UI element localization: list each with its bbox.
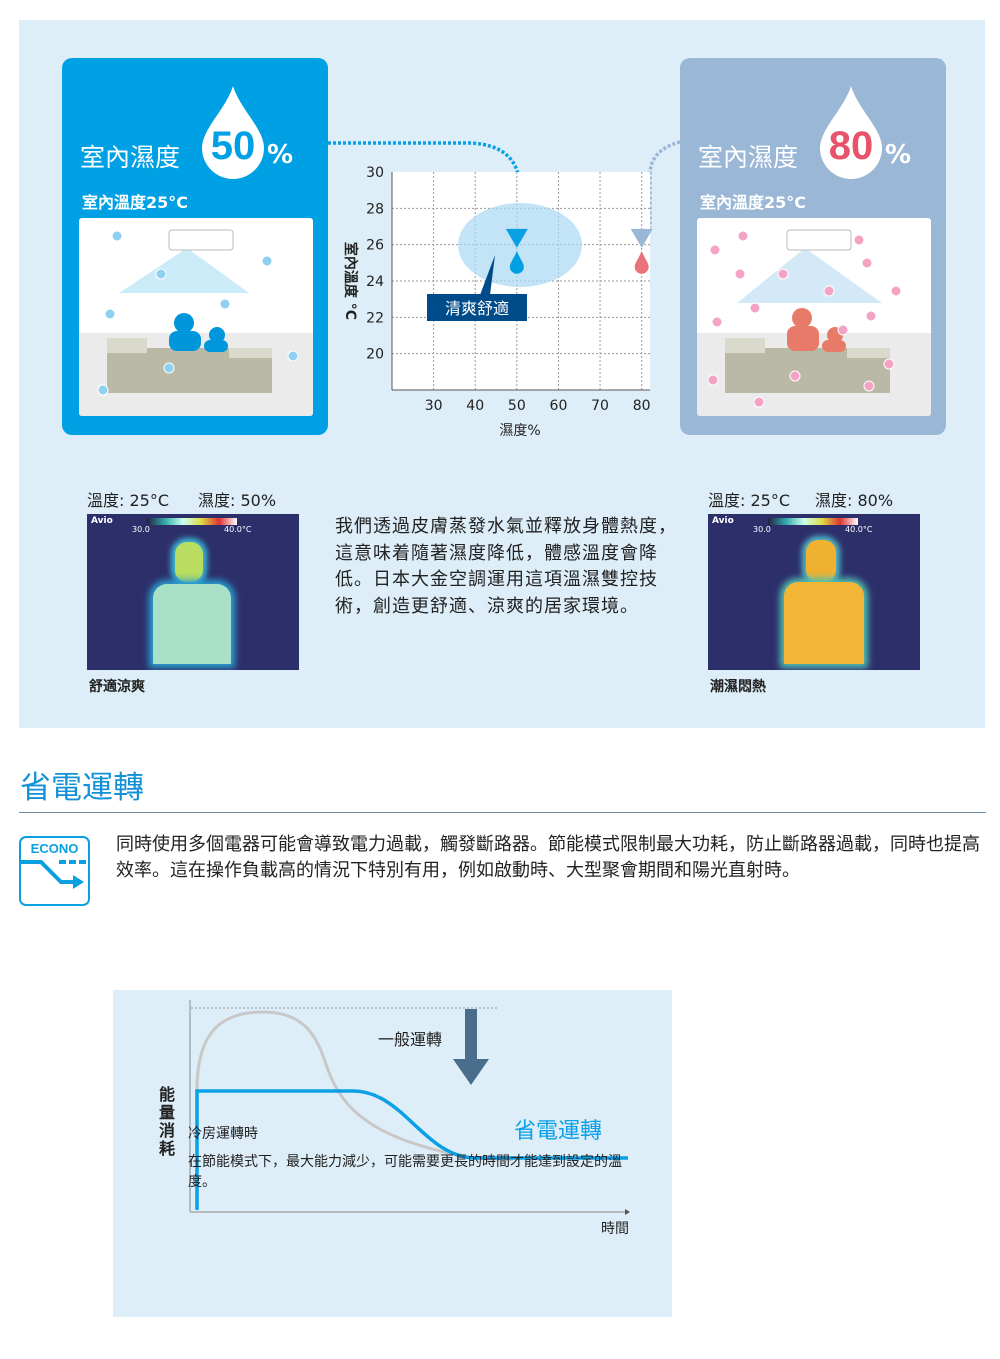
section-title: 省電運轉 <box>20 770 144 806</box>
y-tick-label: 22 <box>366 310 384 326</box>
left-caption: 舒適涼爽 <box>89 679 145 695</box>
room-scene-icon <box>97 229 299 396</box>
card-subtitle: 室內溫度25°C <box>700 193 807 212</box>
y-axis-label: 室內溫度 °C <box>342 242 359 320</box>
y-tick-label: 24 <box>366 274 384 290</box>
x-tick-label: 80 <box>633 398 651 414</box>
left-temperature: 溫度: 25°C <box>87 491 170 510</box>
right-humidity: 濕度: 80% <box>815 491 894 510</box>
econo-curve <box>195 1089 628 1210</box>
data-point-drop <box>634 250 649 274</box>
water-drop-icon <box>202 86 264 179</box>
data-point-drop <box>509 250 524 274</box>
arrow-head-icon <box>630 228 653 248</box>
x-tick-label: 60 <box>550 398 568 414</box>
right-temperature: 溫度: 25°C <box>708 491 791 510</box>
comfort-zone <box>458 203 582 287</box>
callout-pointer <box>480 255 495 295</box>
y-axis-label: 能量消耗 <box>159 1085 176 1158</box>
econo-icon: ECONO <box>19 836 90 906</box>
percent-sign: % <box>885 140 912 170</box>
section-divider <box>19 812 986 813</box>
normal-label: 一般運轉 <box>378 1030 443 1049</box>
humidity-temperature-chart: 30 40 50 60 70 80 20 22 24 26 28 30 清爽舒適 濕度% 室內溫度 °… <box>342 165 653 439</box>
right-caption: 潮濕悶熱 <box>710 679 766 695</box>
humidity-80-card: 室內濕度 80 % 室內溫度25°C <box>680 58 946 435</box>
econo-description: 同時使用多個電器可能會導致電力過載，觸發斷路器。節能模式限制最大功耗，防止斷路器… <box>116 834 980 881</box>
callout-box <box>427 294 527 321</box>
card-title: 室內濕度 <box>698 143 799 172</box>
scale-high: 40.0°C <box>224 525 252 534</box>
x-tick-label: 50 <box>508 398 526 414</box>
energy-curves <box>189 1000 630 1215</box>
x-tick-label: 70 <box>591 398 609 414</box>
descending-arrow-icon <box>21 860 86 889</box>
humidity-50-card: 室內濕度 50 % 室內溫度25°C <box>62 58 328 435</box>
scale-low: 30.0 <box>753 525 771 534</box>
scale-low: 30.0 <box>132 525 150 534</box>
x-axis-label: 濕度% <box>499 423 540 439</box>
econo-label: 省電運轉 <box>514 1119 603 1144</box>
econo-icon-label: ECONO <box>30 841 79 856</box>
energy-consumption-diagram: 一般運轉 時間 省電運轉 能量消耗 冷房運轉時 在節能模式下，最大能力減少，可能… <box>113 990 672 1317</box>
down-arrow-icon <box>453 1059 489 1085</box>
x-tick-label: 40 <box>466 398 484 414</box>
living-room-illustration <box>79 218 313 416</box>
thermal-image-cool: Avio 30.0 40.0°C <box>87 514 299 670</box>
x-tick-label: 30 <box>425 398 443 414</box>
scale-high: 40.0°C <box>845 525 873 534</box>
callout-label: 清爽舒適 <box>445 299 509 318</box>
x-axis-label: 時間 <box>601 1221 629 1237</box>
y-tick-label: 26 <box>366 238 384 254</box>
water-drop-icon <box>820 86 882 179</box>
humidity-explanation: 我們透過皮膚蒸發水氣並釋放身體熱度，這意味着隨著濕度降低，體感溫度會降低。日本大… <box>335 516 677 617</box>
y-tick-label: 30 <box>366 165 384 181</box>
living-room-illustration <box>697 218 931 416</box>
arrow-head-icon <box>505 228 528 248</box>
y-tick-label: 20 <box>366 347 384 363</box>
y-tick-label: 28 <box>366 201 384 217</box>
cooling-label: 冷房運轉時 <box>188 1126 258 1142</box>
normal-curve <box>195 1010 514 1162</box>
percent-sign: % <box>267 140 294 170</box>
humidity-value: 50 <box>210 124 256 168</box>
econo-note: 在節能模式下，最大能力減少，可能需要更長的時間才能達到設定的溫度。 <box>188 1154 622 1190</box>
thermal-image-hot: Avio 30.0 40.0°C <box>708 514 920 670</box>
humidity-value: 80 <box>828 124 874 168</box>
card-subtitle: 室內溫度25°C <box>82 193 189 212</box>
card-title: 室內濕度 <box>80 143 181 172</box>
room-scene-icon <box>707 229 902 408</box>
left-humidity: 濕度: 50% <box>198 491 277 510</box>
